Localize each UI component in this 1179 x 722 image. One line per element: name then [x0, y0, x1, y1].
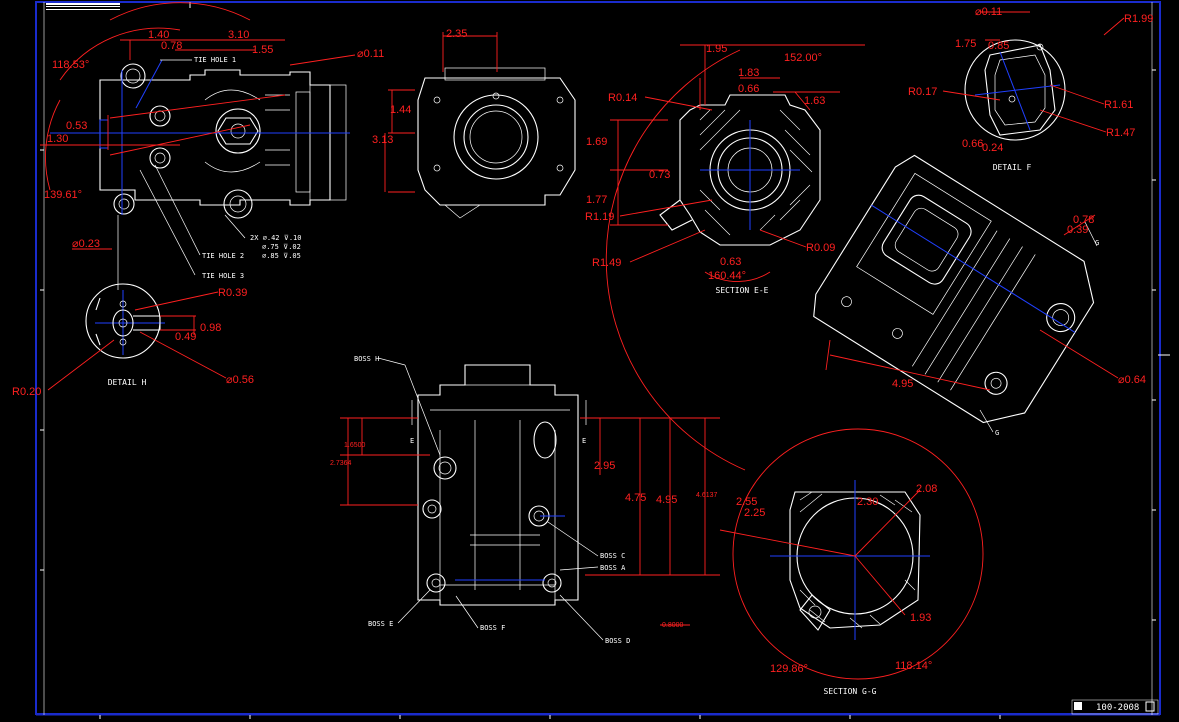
dim-ee-r4: R0.09 — [806, 242, 835, 254]
label-section-e-right: E — [582, 437, 586, 445]
dim-ee-angle-1: 152.00° — [784, 52, 822, 64]
title-block[interactable]: 100-2008 — [1071, 699, 1159, 715]
dim-detail-h-r1: R0.39 — [218, 287, 247, 299]
rotated-view[interactable]: G G 0.78 0.39 4.95 ⌀0.64 — [805, 150, 1146, 438]
drawing-border — [35, 1, 1170, 719]
hole-callout-1: 2X ⌀.42 ⊽.10 — [250, 234, 301, 242]
title-stripe — [46, 3, 120, 10]
dim-gg-angle-1: 129.86° — [770, 663, 808, 675]
dim-detail-h-d1: 0.98 — [200, 322, 221, 334]
dim-bottom-2: 2.7364 — [330, 460, 352, 467]
dim-ee-angle-2: 160.44° — [708, 270, 746, 282]
bottom-view[interactable]: E E 1.6500 2.7364 2.95 4.75 4.95 4.6137 … — [330, 355, 720, 645]
dim-front-dia-1: ⌀0.11 — [357, 48, 384, 60]
label-tie-hole-2: TIE HOLE 2 — [202, 252, 244, 260]
label-boss-f: BOSS F — [480, 624, 505, 632]
dim-front-left-1: 0.53 — [66, 120, 87, 132]
corner-radius-callout: R1.99 — [1103, 13, 1153, 36]
dim-iso-2: 0.39 — [1067, 224, 1088, 236]
section-ee[interactable]: 1.95 152.00° 1.83 0.66 R0.14 1.63 1.69 0… — [585, 43, 865, 471]
dim-gg-1: 2.55 — [736, 496, 757, 508]
dim-bottom-4: 4.75 — [625, 492, 646, 504]
section-gg[interactable]: 2.55 2.25 2.08 2.30 1.93 129.86° 118.14°… — [719, 428, 984, 696]
dim-ee-left-2: 0.73 — [649, 169, 670, 181]
label-section-g-top: G — [1095, 239, 1099, 247]
dim-gg-4: 2.30 — [857, 496, 878, 508]
dim-gg-angle-2: 118.14° — [895, 660, 932, 672]
dim-detail-h-r2: R0.20 — [12, 386, 41, 398]
hole-callout-2: ⌀.75 ⊽.02 — [262, 243, 301, 251]
dim-ee-left-3: 1.77 — [586, 194, 607, 206]
detail-h[interactable]: R0.39 0.98 0.49 ⌀0.56 R0.20 DETAIL H — [12, 283, 254, 398]
dim-f-r2: R1.61 — [1104, 99, 1133, 111]
label-section-g-bottom: G — [995, 429, 999, 437]
dim-front-top-3: 0.78 — [161, 40, 182, 52]
dim-iso-1: 0.78 — [1073, 214, 1094, 226]
dim-gg-3: 2.08 — [916, 483, 937, 495]
dim-front-top-4: 1.55 — [252, 44, 273, 56]
dim-f-d4: 0.24 — [982, 142, 1003, 154]
dim-front-left-2: 1.30 — [47, 133, 68, 145]
label-tie-hole-3: TIE HOLE 3 — [202, 272, 244, 280]
label-boss-e: BOSS E — [368, 620, 393, 628]
dim-front-angle-2: 139.61° — [44, 189, 82, 201]
dim-bottom-1: 1.6500 — [344, 442, 366, 449]
dim-front-dia-2: ⌀0.23 — [72, 238, 100, 250]
section-gg-title: SECTION G-G — [824, 687, 877, 696]
dim-front-top-1: 1.40 — [148, 29, 169, 41]
dim-bottom-3: 2.95 — [594, 460, 615, 472]
dim-ee-top-1: 1.95 — [706, 43, 727, 55]
label-boss-c: BOSS C — [600, 552, 625, 560]
dim-f-r3: R1.47 — [1106, 127, 1135, 139]
dim-bottom-6: 4.6137 — [696, 492, 718, 499]
dim-iso-3: 4.95 — [892, 378, 913, 390]
detail-f-title: DETAIL F — [993, 163, 1032, 172]
dim-front-angle-1: 118.53° — [52, 59, 89, 71]
dim-ee-r2: R1.19 — [585, 211, 614, 223]
dim-ee-r3: R1.49 — [592, 257, 621, 269]
detail-f[interactable]: ⌀0.11 1.75 0.85 R0.17 R1.61 R1.47 0.66 0… — [908, 6, 1135, 172]
dim-gg-2: 2.25 — [744, 507, 765, 519]
dim-side-left-2: 3.13 — [372, 134, 393, 146]
dim-ee-r1: R0.14 — [608, 92, 637, 104]
section-ee-title: SECTION E-E — [716, 286, 769, 295]
dim-f-dia: ⌀0.11 — [975, 6, 1002, 18]
dim-ee-left-1: 1.69 — [586, 136, 607, 148]
detail-h-title: DETAIL H — [108, 378, 147, 387]
dim-detail-h-dia: ⌀0.56 — [226, 374, 254, 386]
dim-f-r1: R0.17 — [908, 86, 937, 98]
label-section-e-left: E — [410, 437, 414, 445]
dim-ee-right: 1.63 — [804, 95, 825, 107]
side-view[interactable]: 2.35 1.44 3.13 — [372, 28, 576, 219]
label-tie-hole-1: TIE HOLE 1 — [194, 56, 236, 64]
label-boss-a: BOSS A — [600, 564, 626, 572]
dim-corner-r: R1.99 — [1124, 13, 1153, 25]
dim-bottom-7: 0.8000 — [662, 622, 684, 629]
label-boss-h: BOSS H — [354, 355, 379, 363]
dim-side-top: 2.35 — [446, 28, 467, 40]
dim-detail-h-d2: 0.49 — [175, 331, 196, 343]
dim-bottom-5: 4.95 — [656, 494, 677, 506]
label-boss-d: BOSS D — [605, 637, 630, 645]
front-view[interactable]: 1.40 3.10 0.78 1.55 118.53° ⌀0.11 0.53 1… — [40, 2, 384, 290]
dim-f-d1: 1.75 — [955, 38, 976, 50]
dim-ee-top-3: 0.66 — [738, 83, 759, 95]
dim-front-top-2: 3.10 — [228, 29, 249, 41]
hole-callout-3: ⌀.85 ⊽.05 — [262, 252, 301, 260]
dim-f-d3: 0.66 — [962, 138, 983, 150]
dim-iso-dia: ⌀0.64 — [1118, 374, 1146, 386]
dim-gg-5: 1.93 — [910, 612, 931, 624]
dim-f-d2: 0.85 — [988, 40, 1009, 52]
dim-ee-top-2: 1.83 — [738, 67, 759, 79]
dim-ee-bottom: 0.63 — [720, 256, 741, 268]
dim-side-left-1: 1.44 — [390, 104, 411, 116]
title-block-number: 100-2008 — [1096, 703, 1139, 713]
